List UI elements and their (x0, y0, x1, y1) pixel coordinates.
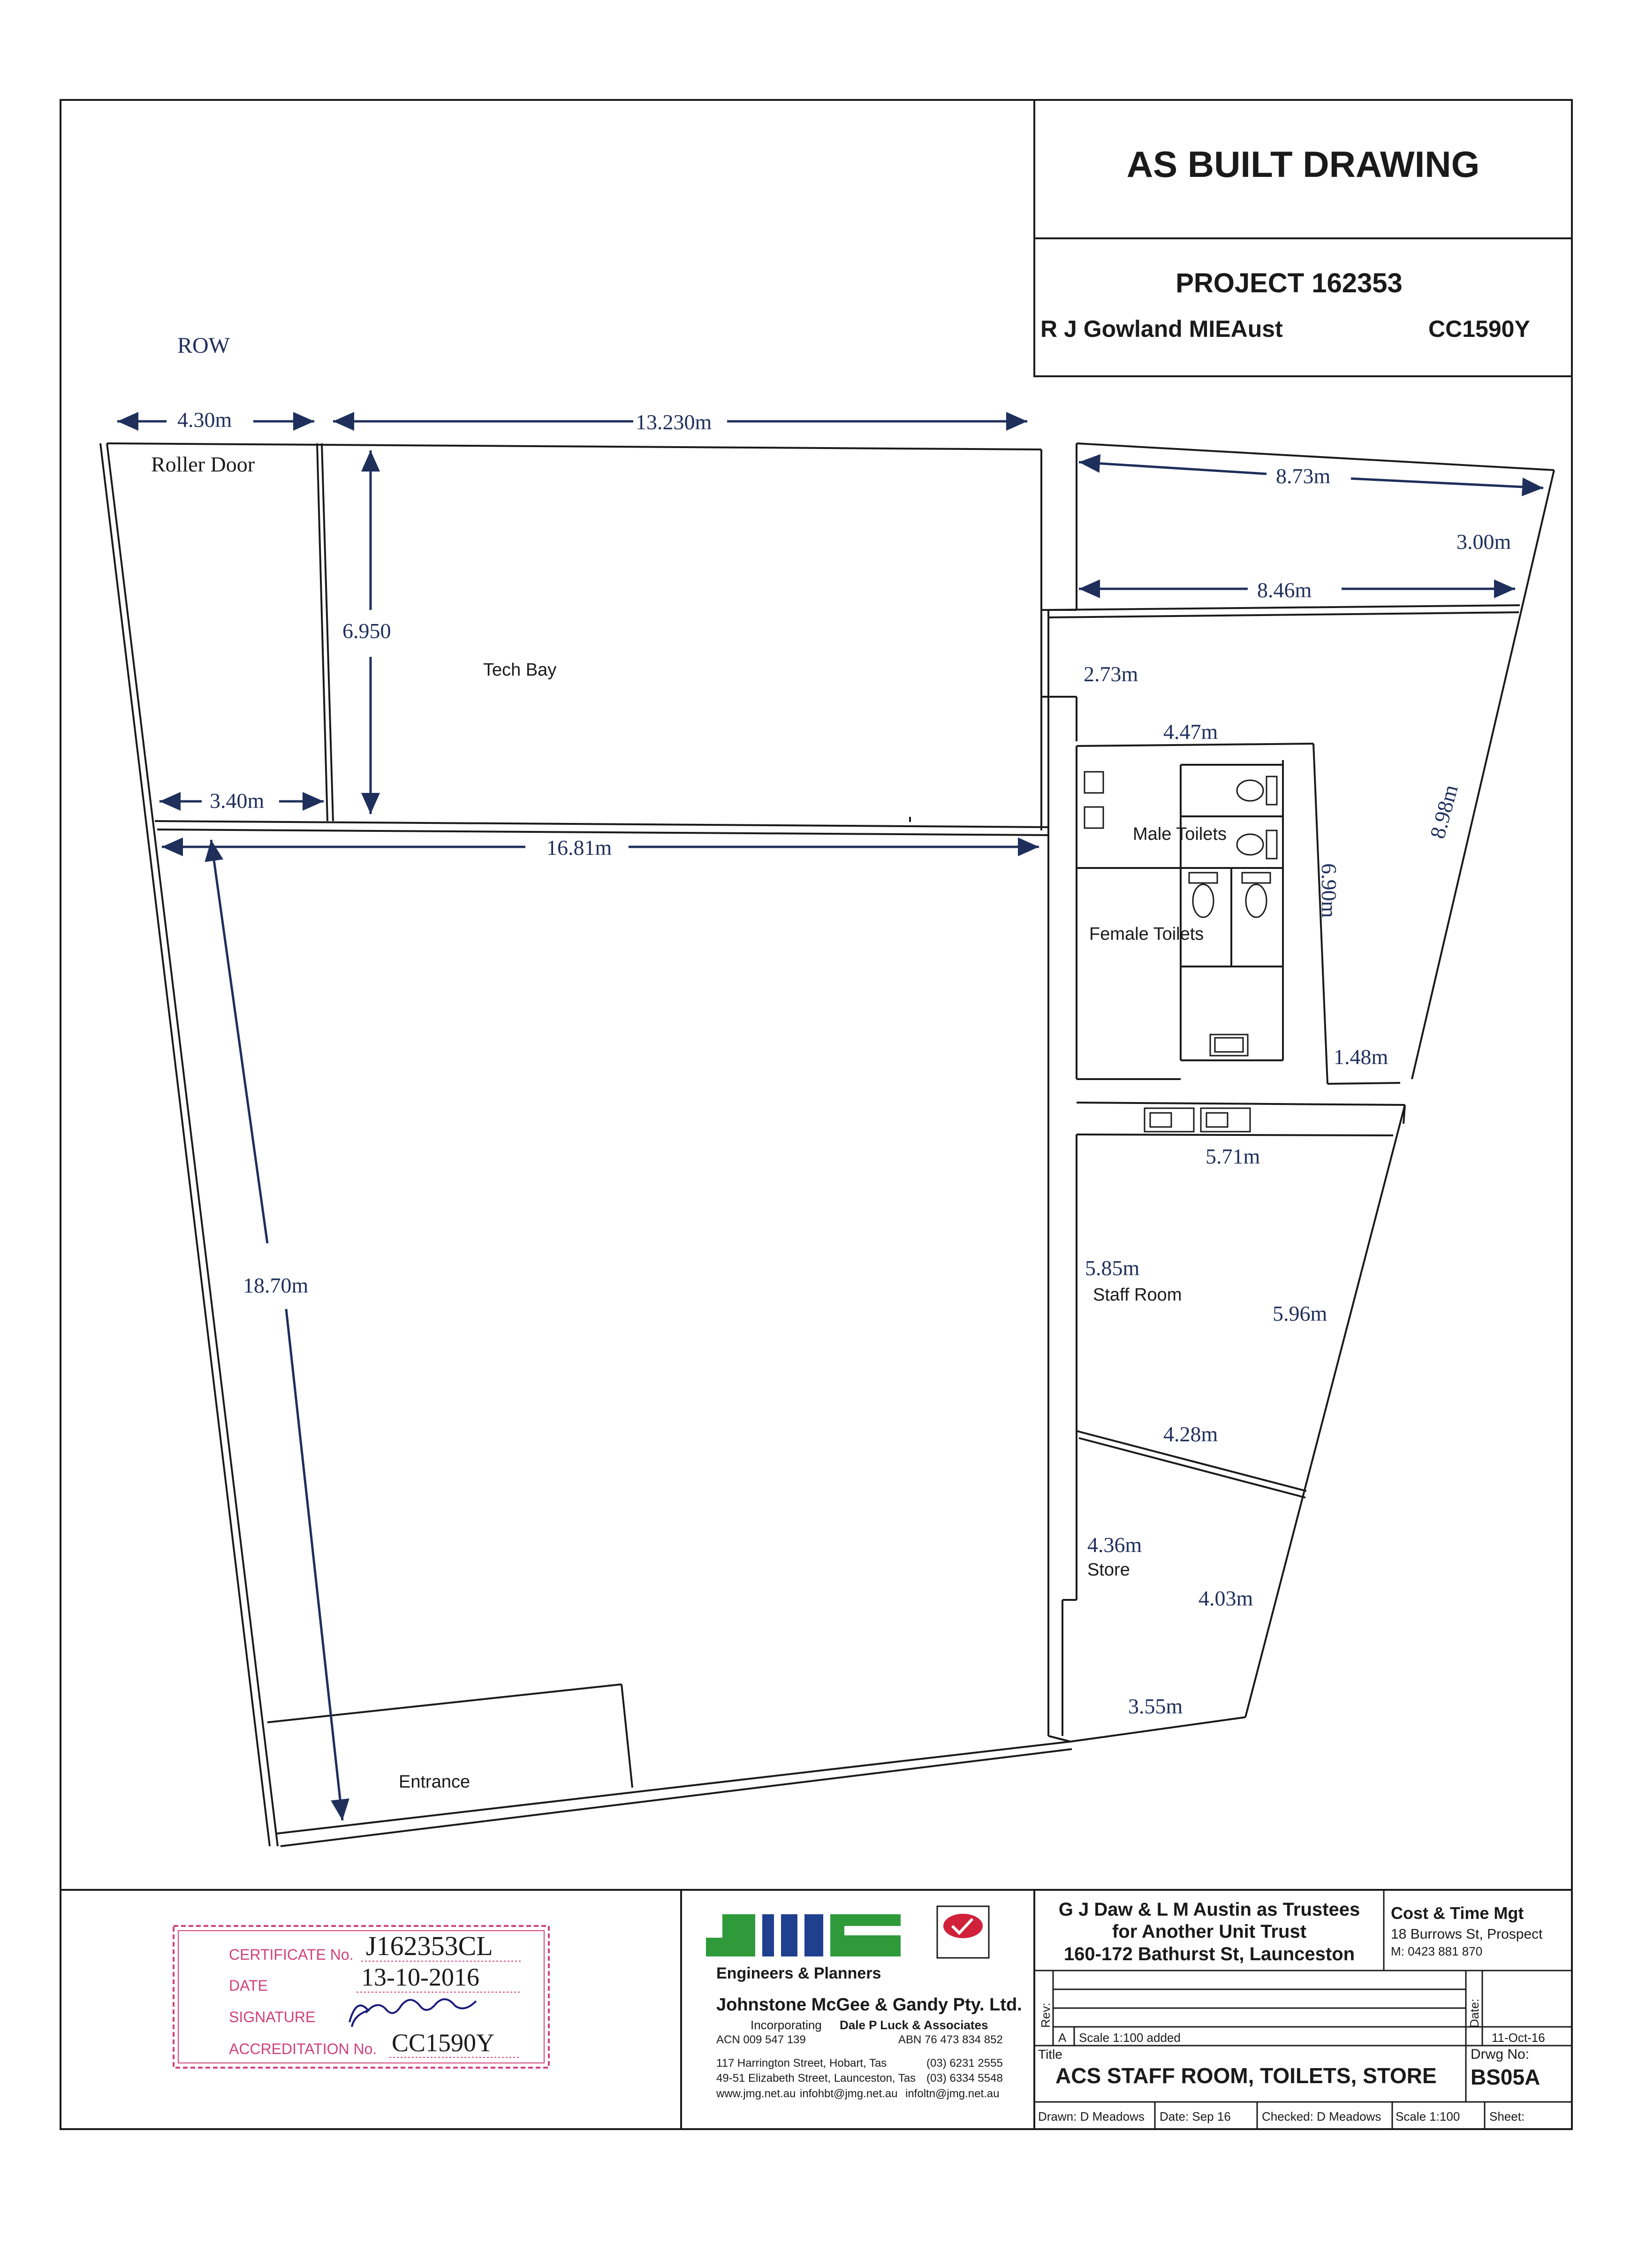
roller-door-label: Roller Door (151, 452, 255, 476)
client-line-1: G J Daw & L M Austin as Trustees (1059, 1899, 1360, 1920)
row-label: ROW (177, 333, 230, 358)
wc-icon (1192, 883, 1214, 918)
accreditation-value: CC1590Y (392, 2029, 494, 2057)
sheet-label: Sheet: (1489, 2109, 1525, 2123)
rev-a-date: 11-Oct-16 (1492, 2031, 1545, 2045)
checked-by: Checked: D Meadows (1262, 2109, 1381, 2123)
signature-label: SIGNATURE (229, 2009, 315, 2025)
certificate-value: J162353CL (366, 1931, 493, 1961)
dim-6-90: 6.90m (1317, 863, 1341, 918)
appliance-icon (1144, 1107, 1195, 1133)
incorporating-label: Incorporating (751, 2018, 822, 2032)
store-label: Store (1087, 1560, 1130, 1580)
rev-label: Rev: (1039, 2003, 1053, 2028)
dim-6-950: 6.950 (342, 619, 391, 643)
certificate-label: CERTIFICATE No. (229, 1946, 354, 1963)
company-address-launceston: 49-51 Elizabeth Street, Launceston, Tas (716, 2072, 916, 2085)
jmg-company-block: Engineers & Planners Johnstone McGee & G… (706, 1905, 1022, 2100)
drawing-number: BS05A (1471, 2065, 1540, 2089)
signature-mark (349, 1998, 477, 2027)
dim-16-81: 16.81m (546, 836, 612, 860)
dim-4-36: 4.36m (1087, 1533, 1142, 1557)
dim-8-46: 8.46m (1257, 578, 1312, 602)
drawn-date: Date: Sep 16 (1160, 2109, 1231, 2123)
wc-icon (1236, 833, 1264, 856)
toilet-fixtures (1084, 771, 1278, 1133)
sink-icon (1209, 1034, 1249, 1057)
cost-mobile: M: 0423 881 870 (1391, 1944, 1482, 1958)
dim-4-03: 4.03m (1198, 1586, 1253, 1610)
company-phone-launceston: (03) 6334 5548 (926, 2072, 1003, 2085)
title-block-grid (1034, 1890, 1572, 2129)
company-website: www.jmg.net.au (716, 2087, 796, 2100)
engineer-accreditation: CC1590Y (1428, 316, 1530, 342)
rev-a-letter: A (1058, 2031, 1067, 2045)
dim-5-96: 5.96m (1273, 1301, 1327, 1325)
drawing-number-label: Drwg No: (1471, 2047, 1529, 2062)
basin-icon (1084, 806, 1104, 829)
tech-bay-label: Tech Bay (483, 660, 556, 680)
dim-3-00: 3.00m (1456, 530, 1511, 554)
company-address-hobart: 117 Harrington Street, Hobart, Tas (716, 2057, 887, 2070)
dim-4-47: 4.47m (1163, 720, 1218, 744)
dim-8-73: 8.73m (1276, 464, 1331, 488)
date-label: DATE (229, 1977, 268, 1994)
company-abn: ABN 76 473 834 852 (898, 2033, 1003, 2046)
company-email-launceston: infoltn@jmg.net.au (905, 2087, 999, 2100)
certificate-date: 13-10-2016 (361, 1963, 479, 1991)
quality-badge (936, 1905, 990, 1959)
cost-title: Cost & Time Mgt (1391, 1903, 1524, 1923)
dim-1-48: 1.48m (1334, 1045, 1388, 1069)
basin-icon (1084, 771, 1104, 794)
drawing-title: ACS STAFF ROOM, TOILETS, STORE (1055, 2063, 1437, 2088)
company-tagline: Engineers & Planners (716, 1964, 881, 1982)
dim-2-73: 2.73m (1084, 662, 1138, 686)
male-toilets-label: Male Toilets (1133, 824, 1227, 844)
dim-4-30: 4.30m (177, 408, 232, 432)
title-label: Title (1038, 2047, 1062, 2062)
entrance-label: Entrance (399, 1772, 470, 1792)
company-acn: ACN 009 547 139 (716, 2033, 806, 2046)
dim-18-70: 18.70m (243, 1273, 309, 1297)
certificate-stamp: CERTIFICATE No. J162353CL DATE 13-10-201… (173, 1925, 550, 2069)
cost-address: 18 Burrows St, Prospect (1391, 1926, 1543, 1942)
client-line-3: 160-172 Bathurst St, Launceston (1064, 1944, 1355, 1964)
drawn-by: Drawn: D Meadows (1038, 2109, 1145, 2123)
wc-icon (1236, 779, 1264, 802)
project-number: PROJECT 162353 (1176, 268, 1403, 298)
jmg-logo (706, 1914, 901, 1956)
company-email-hobart: infohbt@jmg.net.au (800, 2087, 898, 2100)
dim-5-71: 5.71m (1206, 1144, 1260, 1168)
dim-13-230: 13.230m (636, 410, 712, 434)
dim-5-85: 5.85m (1085, 1256, 1140, 1280)
dim-3-40: 3.40m (210, 789, 265, 813)
engineer-name: R J Gowland MIEAust (1040, 316, 1283, 342)
incorporating-name: Dale P Luck & Associates (840, 2018, 988, 2032)
scale: Scale 1:100 (1396, 2109, 1460, 2123)
dim-4-28: 4.28m (1163, 1422, 1218, 1446)
dim-3-55: 3.55m (1128, 1694, 1183, 1718)
sheet-frame (60, 99, 1573, 2130)
company-phone-hobart: (03) 6231 2555 (926, 2057, 1003, 2070)
appliance-icon (1200, 1107, 1251, 1133)
dimension-lines (117, 412, 1544, 1821)
company-name: Johnstone McGee & Gandy Pty. Ltd. (716, 1995, 1022, 2015)
female-toilets-label: Female Toilets (1089, 924, 1204, 944)
client-line-2: for Another Unit Trust (1112, 1921, 1306, 1942)
staff-room-label: Staff Room (1093, 1285, 1182, 1305)
wc-icon (1245, 883, 1267, 918)
date-col-label: Date: (1467, 1999, 1481, 2028)
dim-8-98: 8.98m (1425, 782, 1462, 841)
accreditation-label: ACCREDITATION No. (229, 2040, 377, 2057)
floor-plan-walls (99, 442, 1555, 1847)
as-built-title: AS BUILT DRAWING (1127, 144, 1480, 185)
rev-a-description: Scale 1:100 added (1079, 2031, 1181, 2045)
